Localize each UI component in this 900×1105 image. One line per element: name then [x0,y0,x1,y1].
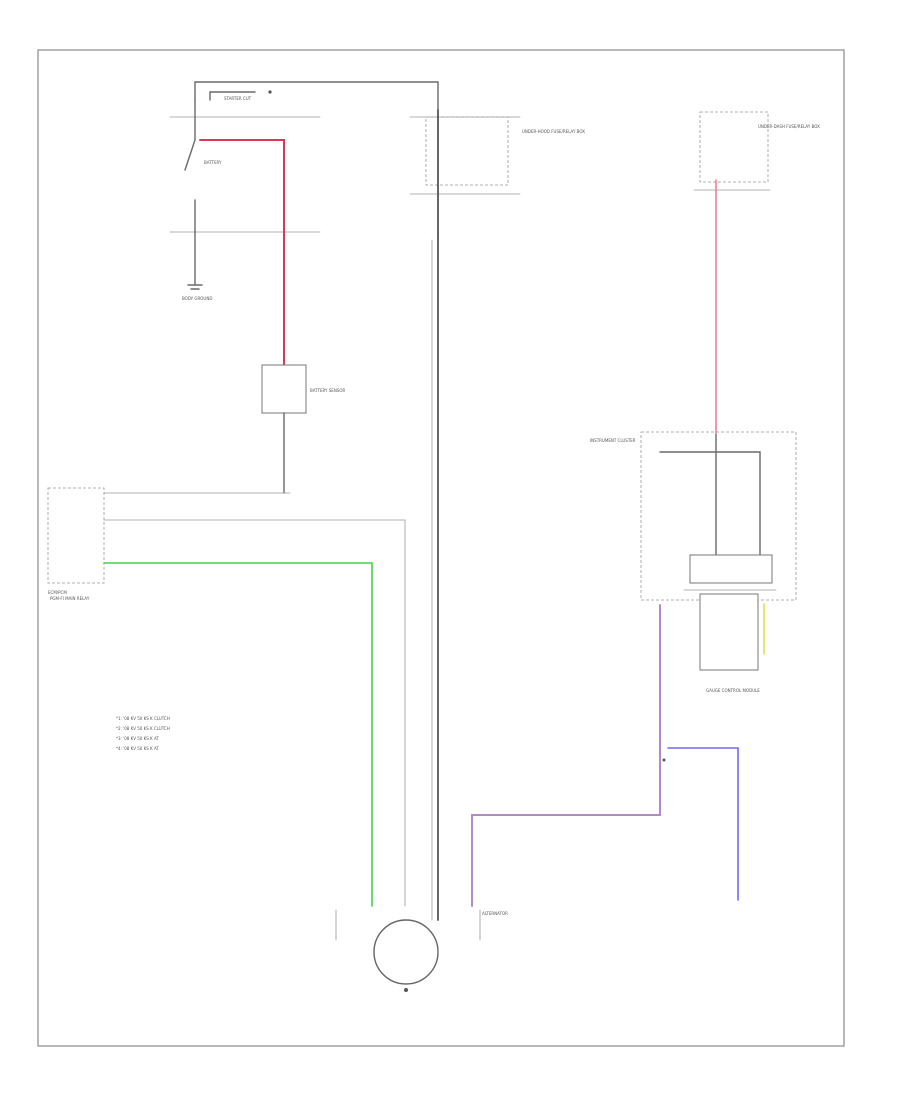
under-hood-fuse-box: UNDER-HOOD FUSE/RELAY BOX [409,109,585,921]
label-starter-cut: STARTER CUT [224,96,252,101]
label-body-ground: BODY GROUND [182,296,212,301]
diagram-frame [37,49,845,1047]
gauge-control-box [689,554,773,584]
ecm-pcm-block: ECM/PCM PGM-FI MAIN RELAY [47,487,406,907]
legend: *1: '08 KV 50 KS K CLUTCH *2: '08 KV 50 … [116,716,170,751]
label-pgm-fi: PGM-FI MAIN RELAY [50,596,90,601]
battery-sensor-box [261,364,307,414]
signal-wires [471,604,739,907]
label-battery-sensor: BATTERY SENSOR [310,388,345,393]
legend-2: *2: '08 KV 50 KS K CLUTCH [116,726,170,731]
battery-circuit: STARTER CUT BATTERY BODY GROUND BATTERY … [169,81,439,494]
label-alternator: ALTERNATOR [482,911,508,916]
connector-box [699,593,759,671]
label-under-hood-fuse: UNDER-HOOD FUSE/RELAY BOX [522,129,585,134]
label-fuse-box: UNDER-DASH FUSE/RELAY BOX [758,124,820,129]
label-ecm-pcm: ECM/PCM [48,590,67,595]
label-gauge-control: GAUGE CONTROL MODULE [706,688,760,693]
legend-4: *4: '08 KV 50 KS K AT [116,746,159,751]
instrument-cluster: INSTRUMENT CLUSTER GAUGE CONTROL MODULE [590,431,797,693]
legend-3: *3: '08 KV 50 KS K AT [116,736,159,741]
alternator: ALTERNATOR [335,909,508,992]
label-battery: BATTERY [204,160,222,165]
label-instrument-cluster: INSTRUMENT CLUSTER [590,438,636,443]
legend-1: *1: '08 KV 50 KS K CLUTCH [116,716,170,721]
under-dash-fuse-box: UNDER-DASH FUSE/RELAY BOX [693,111,820,436]
